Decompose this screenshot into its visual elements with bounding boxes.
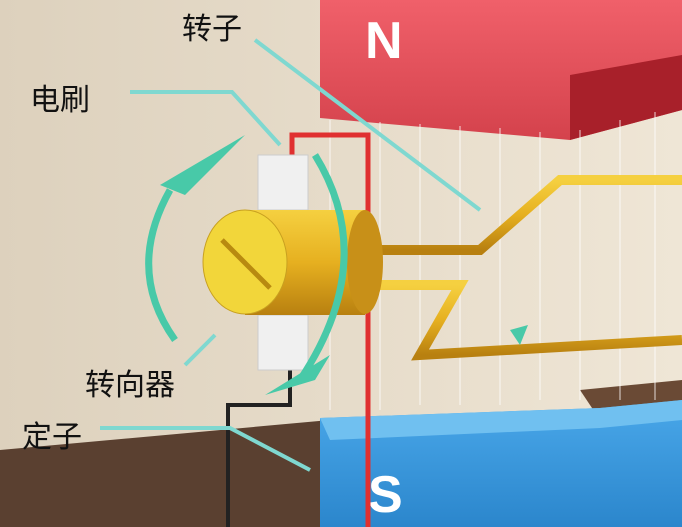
south-magnet: S: [320, 400, 682, 527]
arrowhead-bottom-icon: [265, 355, 330, 395]
rotation-arc-left: [145, 188, 178, 343]
brush-bottom: [257, 314, 309, 371]
label-brush: 电刷: [30, 83, 90, 118]
north-magnet: N: [320, 0, 682, 140]
commutator: [202, 209, 383, 315]
brush-top: [257, 154, 309, 211]
red-wire: [289, 132, 371, 527]
coil-top: [370, 175, 682, 255]
coil-bottom: [370, 280, 682, 361]
label-rotor: 转子: [182, 12, 242, 47]
south-pole-label: S: [368, 466, 403, 524]
force-arrow-icon: [510, 325, 528, 345]
floor: [0, 420, 330, 527]
field-lines: [329, 112, 656, 410]
leader-lines: [100, 38, 482, 472]
label-stator: 定子: [22, 420, 82, 455]
north-pole-label: N: [365, 12, 403, 70]
rotation-arc-right: [297, 153, 348, 382]
arrowhead-top-icon: [160, 135, 245, 195]
label-commutator: 转向器: [85, 368, 175, 403]
